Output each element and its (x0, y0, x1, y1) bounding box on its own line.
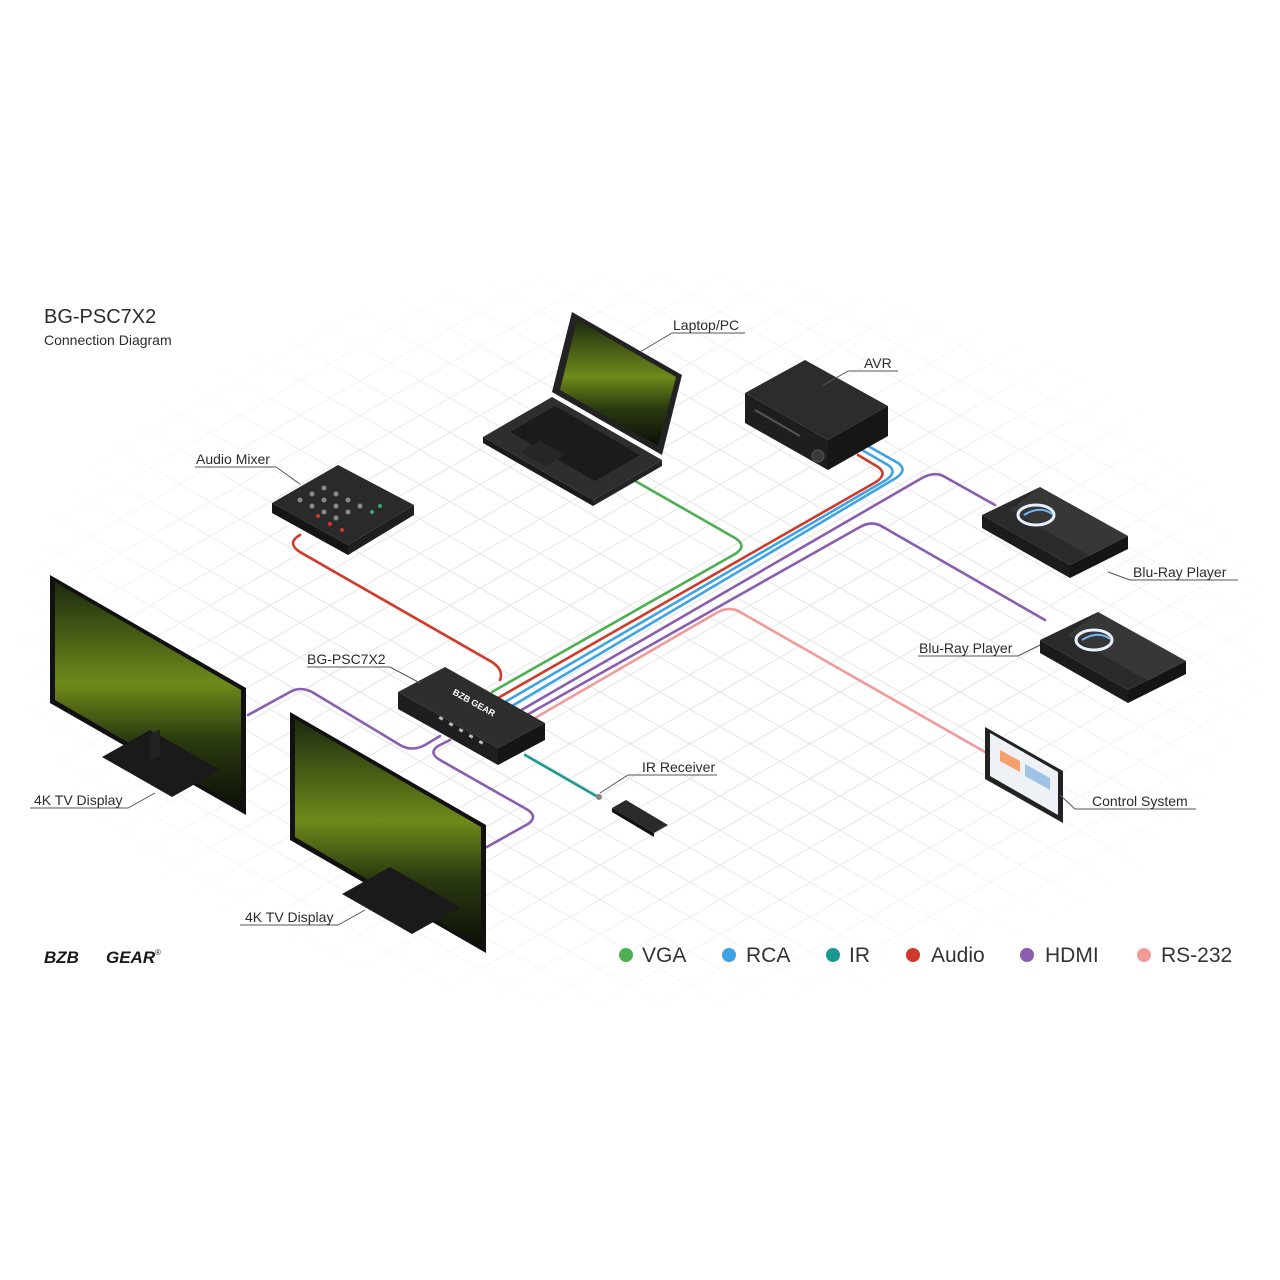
logo-text-right: GEAR (106, 948, 156, 967)
tv-2-label: 4K TV Display (245, 909, 333, 925)
legend-swatch (906, 948, 920, 962)
avr-label: AVR (864, 355, 892, 371)
legend: VGA RCA IR Audio HDMI RS-232 (619, 944, 1232, 967)
hdmi-cable-bluray-2 (523, 522, 1047, 718)
logo-text-mid: 2 (88, 948, 99, 967)
legend-item-hdmi: HDMI (1020, 944, 1099, 967)
tv-1-leader (30, 792, 156, 809)
bluray-2-leader (918, 644, 1041, 657)
bluray-1-leader (1107, 571, 1238, 581)
legend-item-rs232: RS-232 (1137, 944, 1232, 967)
legend-swatch (619, 948, 633, 962)
bluray-player-1-device (982, 487, 1128, 578)
ir-cable-receiver (523, 753, 600, 799)
legend-item-vga: VGA (619, 944, 686, 967)
control-system-leader (1059, 794, 1196, 810)
switcher-device: BZB GEAR (398, 667, 545, 765)
diagram-title: BG-PSC7X2 (44, 306, 156, 328)
tv-1-label: 4K TV Display (34, 792, 122, 808)
bluray-2-label: Blu-Ray Player (919, 640, 1013, 656)
audio-mixer-device (272, 465, 414, 555)
audio-cable-mixer (291, 533, 503, 682)
legend-item-rca: RCA (722, 944, 790, 967)
hdmi-cable-tv-1 (246, 687, 442, 750)
avr-device (745, 360, 888, 470)
legend-swatch (1137, 948, 1151, 962)
ir-receiver-leader (599, 774, 717, 794)
diagram-subtitle: Connection Diagram (44, 332, 172, 348)
legend-label: RCA (746, 944, 790, 967)
vga-cable-laptop (490, 476, 743, 694)
laptop-device (483, 312, 682, 506)
legend-label: HDMI (1045, 944, 1099, 967)
hdmi-cable-tv-2 (432, 738, 535, 850)
control-system-label: Control System (1092, 793, 1188, 809)
legend-swatch (826, 948, 840, 962)
bluray-1-label: Blu-Ray Player (1133, 564, 1227, 580)
brand-logo: BZB 2 GEAR ® (44, 948, 161, 967)
laptop-label: Laptop/PC (673, 317, 739, 333)
tv-display-1-device (50, 575, 246, 815)
cables (246, 444, 1047, 850)
ir-receiver-device (596, 794, 668, 837)
tv-2-leader (240, 909, 366, 926)
hdmi-cable-bluray-1 (516, 472, 997, 714)
rca-cable-avr-2 (510, 444, 904, 708)
audio-cable-avr (496, 453, 884, 700)
rca-cable-avr-1 (503, 448, 894, 704)
logo-registered: ® (155, 948, 161, 957)
legend-label: RS-232 (1161, 944, 1232, 967)
legend-swatch (722, 948, 736, 962)
audio-mixer-leader (195, 466, 301, 485)
switcher-label: BG-PSC7X2 (307, 651, 386, 667)
legend-label: IR (849, 944, 870, 967)
legend-item-audio: Audio (906, 944, 985, 967)
rs232-cable-control (533, 607, 987, 754)
legend-item-ir: IR (826, 944, 870, 967)
audio-mixer-label: Audio Mixer (196, 451, 270, 467)
tv-display-2-device (290, 712, 486, 953)
ir-receiver-label: IR Receiver (642, 759, 715, 775)
bluray-player-2-device (1040, 612, 1186, 703)
legend-label: Audio (931, 944, 985, 967)
control-system-device (985, 727, 1063, 823)
logo-text-left: BZB (44, 948, 79, 967)
switcher-leader (307, 666, 421, 684)
legend-label: VGA (642, 944, 686, 967)
legend-swatch (1020, 948, 1034, 962)
